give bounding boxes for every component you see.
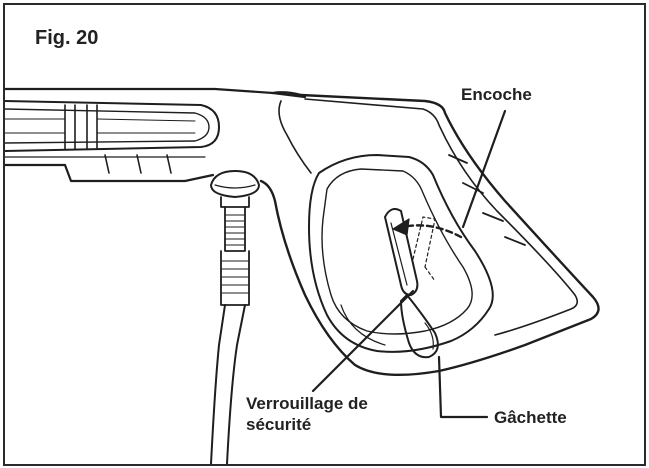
hose [210,304,246,464]
gun-handle [259,91,600,377]
leader-line-notch [461,109,507,229]
safety-lock-lever [384,208,419,296]
label-safety-lock: Verrouillage de sécurité [246,393,396,436]
hose-fitting [210,170,260,306]
lever-motion-indicator [392,216,463,282]
gun-barrel [5,87,307,183]
label-notch: Encoche [461,85,532,104]
label-trigger: Gâchette [494,408,567,427]
spray-gun-illustration [5,87,600,464]
figure-title: Fig. 20 [35,27,99,49]
leader-line-safety-lock [311,289,415,393]
figure-frame: Fig. 20 Encoche Verrouillage de sécurité… [3,3,646,466]
trigger [400,294,439,359]
leader-line-trigger [437,355,489,419]
label-safety-lock-line2: sécurité [246,415,312,435]
label-safety-lock-line1: Verrouillage de [246,394,368,413]
